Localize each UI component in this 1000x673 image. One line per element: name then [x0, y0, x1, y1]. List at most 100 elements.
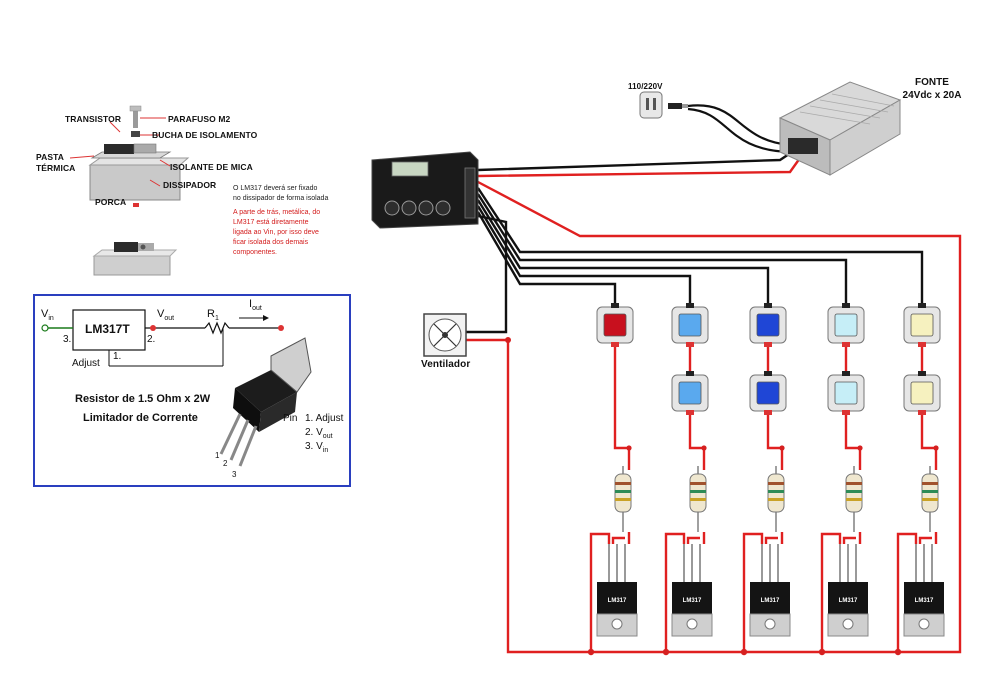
lm317-reference-box: Vin LM317T 3. 2. 1. Adjust Vout R1 Iout … [33, 294, 351, 487]
pin1-label: 1. [113, 351, 122, 362]
resistor-5 [921, 466, 939, 532]
fan-label: Ventilador [421, 359, 471, 370]
channel-wire-4 [476, 193, 848, 303]
bus-junction [662, 648, 670, 656]
supply-label-line-1: FONTE [915, 77, 949, 88]
warning-line-2: LM317 está diretamente [233, 219, 309, 226]
pin-item-1: 1. Adjust [305, 413, 344, 424]
vin-label: Vin [41, 308, 54, 323]
power-supply [778, 81, 902, 176]
adjust-label: Adjust [72, 358, 100, 369]
thermal-paste-label-2: TÉRMICA [36, 163, 76, 173]
pin-item-3: 3. Vin [305, 441, 329, 454]
lm317-regulator-5: LM317 [903, 544, 945, 637]
channel-wire-1 [476, 211, 617, 303]
resistor-junction [626, 445, 632, 451]
transistor-label: TRANSISTOR [65, 114, 122, 124]
warning-line-1: A parte de trás, metálica, do [233, 209, 321, 216]
led-to-resistor-wire-3 [766, 415, 784, 470]
lead-number-2: 2 [223, 459, 228, 468]
adjust-wire-3 [764, 536, 778, 544]
heatsink-label: DISSIPADOR [163, 180, 217, 190]
resistor-4 [845, 466, 863, 532]
regulator-text: LM317 [839, 598, 858, 604]
reg-input-wire-4 [820, 532, 842, 652]
chip-label: LM317T [85, 322, 130, 336]
pin2-label: 2. [147, 334, 156, 345]
caption-line-1: Resistor de 1.5 Ohm x 2W [75, 393, 211, 405]
mica-label: ISOLANTE DE MICA [170, 162, 253, 172]
warning-line-3: ligada ao Vin, por isso deve [233, 229, 319, 236]
resistor-junction [933, 445, 939, 451]
bushing-label: BUCHA DE ISOLAMENTO [152, 130, 258, 140]
led-controller [371, 151, 479, 229]
led-cream-2 [903, 371, 941, 415]
supply-label-line-2: 24Vdc x 20A [902, 90, 962, 101]
led-to-resistor-wire-5 [920, 415, 938, 470]
power-plug [639, 91, 688, 119]
adjust-wire-5 [918, 536, 932, 544]
plug-voltage-label: 110/220V [628, 82, 663, 91]
reg-input-wire-1 [589, 532, 611, 652]
fan-junction [505, 337, 511, 343]
regulator-text: LM317 [608, 598, 627, 604]
regulator-text: LM317 [683, 598, 702, 604]
adjust-wire-4 [842, 536, 856, 544]
led-to-resistor-wire-4 [844, 415, 862, 470]
adjust-wire-2 [686, 536, 700, 544]
led-light-blue-2 [671, 371, 709, 415]
iout-label: Iout [249, 298, 262, 313]
pin3-label: 3. [63, 334, 72, 345]
led-blue-1 [749, 303, 787, 347]
regulator-text: LM317 [915, 598, 934, 604]
bus-junction [587, 648, 595, 656]
resistor-1 [614, 466, 632, 532]
led-light-blue-1 [671, 303, 709, 347]
supply-negative-wire [477, 149, 796, 172]
led-cyan-1 [827, 303, 865, 347]
bus-junction [740, 648, 748, 656]
lead-number-3: 3 [232, 470, 237, 479]
note-line-1: O LM317 deverá ser fixado [233, 185, 318, 192]
led-blue-2 [749, 371, 787, 415]
lead-number-1: 1 [215, 451, 220, 460]
led-to-resistor-wire-2 [688, 415, 706, 470]
led-to-resistor-wire-1 [613, 347, 631, 470]
led-red-1 [596, 303, 634, 347]
supply-positive-wire [477, 157, 801, 178]
thermal-paste-label-1: PASTA [36, 152, 65, 162]
reg-input-wire-2 [664, 532, 686, 652]
lm317-regulator-1: LM317 [596, 544, 638, 637]
lm317-regulator-4: LM317 [827, 544, 869, 637]
channel-wire-5 [476, 187, 924, 303]
regulator-text: LM317 [761, 598, 780, 604]
vout-label: Vout [157, 308, 175, 323]
fan [423, 313, 467, 357]
resistor-3 [767, 466, 785, 532]
lm317-regulator-2: LM317 [671, 544, 713, 637]
caption-line-2: Limitador de Corrente [83, 412, 198, 424]
pin-title: Pin [283, 413, 298, 424]
channel-wire-2 [476, 205, 692, 303]
lm317-regulator-3: LM317 [749, 544, 791, 637]
lm317-circuit-schematic [41, 309, 312, 467]
resistor-junction [779, 445, 785, 451]
bus-junction [818, 648, 826, 656]
resistor-junction [857, 445, 863, 451]
adjust-wire-1 [611, 536, 625, 544]
reg-input-wire-5 [896, 532, 918, 652]
note-line-2: no dissipador de forma isolada [233, 195, 329, 202]
warning-line-4: ficar isolada dos demais [233, 239, 309, 246]
resistor-2 [689, 466, 707, 532]
channel-wire-3 [476, 199, 770, 303]
bus-junction [894, 648, 902, 656]
reg-input-wire-3 [742, 532, 764, 652]
screw-label: PARAFUSO M2 [168, 114, 231, 124]
resistor-junction [701, 445, 707, 451]
heatsink-mounting-illustration [69, 105, 190, 276]
nut-label: PORCA [95, 197, 127, 207]
led-cream-1 [903, 303, 941, 347]
warning-line-5: componentes. [233, 249, 277, 256]
